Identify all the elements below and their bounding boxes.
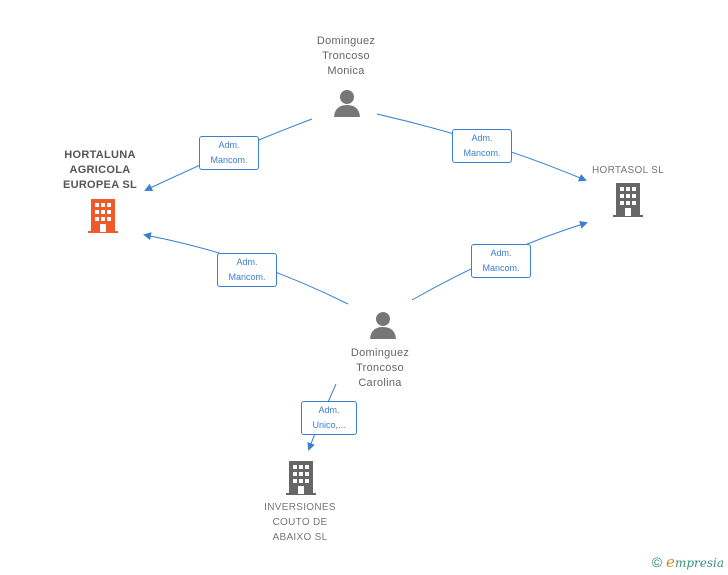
edge-label-monica-hortaluna: Adm. Mancom. xyxy=(199,136,259,170)
copyright-icon: © xyxy=(651,554,663,570)
company-label-hortaluna[interactable]: HORTALUNA AGRICOLA EUROPEA SL xyxy=(62,149,138,191)
building-icon[interactable] xyxy=(612,182,644,218)
person-label-monica[interactable]: Dominguez Troncoso Monica xyxy=(316,35,376,77)
company-label-inversiones[interactable]: INVERSIONES COUTO DE ABAIXO SL xyxy=(264,502,336,543)
edge-label-carolina-hortasol: Adm. Mancom. xyxy=(471,244,531,278)
person-label-carolina[interactable]: Dominguez Troncoso Carolina xyxy=(350,347,410,389)
building-icon[interactable] xyxy=(87,198,119,234)
edge-label-carolina-inversiones: Adm. Unico,... xyxy=(301,401,357,435)
building-icon[interactable] xyxy=(285,460,317,496)
edge-label-monica-hortasol: Adm. Mancom. xyxy=(452,129,512,163)
brand-logo[interactable]: empresia xyxy=(666,553,724,571)
brand-footer[interactable]: © empresia xyxy=(652,553,724,571)
person-icon[interactable] xyxy=(332,88,362,118)
person-icon[interactable] xyxy=(368,310,398,340)
brand-initial: e xyxy=(666,553,675,571)
brand-name: mpresia xyxy=(674,556,724,570)
company-label-hortasol[interactable]: HORTASOL SL xyxy=(591,165,665,176)
edge-label-carolina-hortaluna: Adm. Mancom. xyxy=(217,253,277,287)
